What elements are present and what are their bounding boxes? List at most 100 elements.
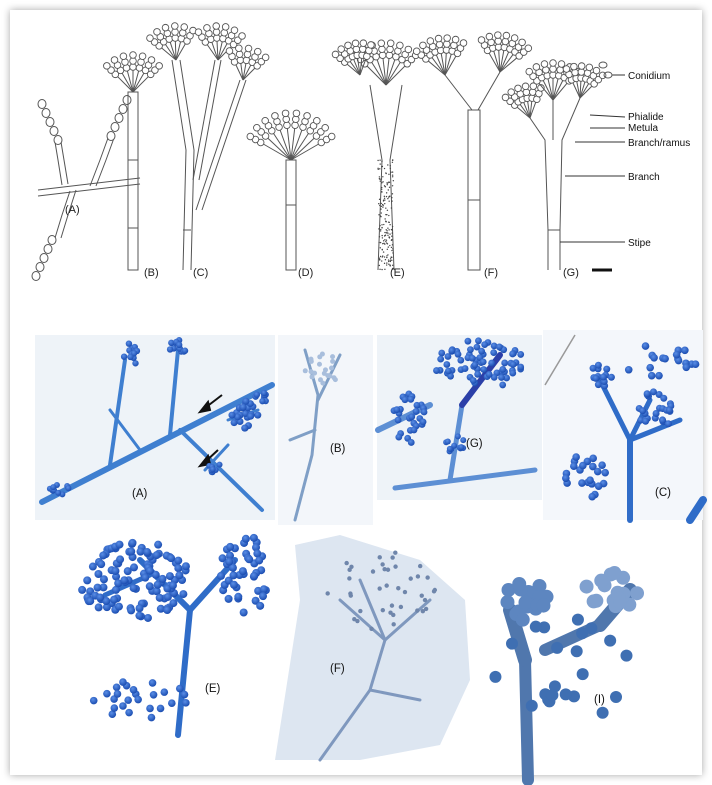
- conidium: [578, 479, 586, 487]
- conidium: [642, 342, 650, 350]
- conidium: [396, 586, 400, 590]
- drawing-label-d: (D): [298, 267, 313, 279]
- micrograph-label-a: (A): [132, 488, 148, 500]
- drawing-label-b: (B): [144, 267, 159, 279]
- conidium: [598, 461, 606, 469]
- conidium: [589, 455, 597, 463]
- conidium: [536, 599, 550, 613]
- conidium: [130, 686, 138, 694]
- conidium: [323, 367, 328, 372]
- micrograph-i: (I): [470, 566, 700, 780]
- conidium: [414, 402, 421, 409]
- conidium: [312, 371, 317, 376]
- micrograph-label-g: (G): [466, 438, 483, 450]
- annotation-metula: Metula: [628, 123, 658, 134]
- conidium: [228, 412, 235, 419]
- conidium: [665, 420, 672, 427]
- annotation-branch-ramus: Branch/ramus: [628, 138, 690, 149]
- conidium: [403, 590, 407, 594]
- conidium: [254, 412, 261, 419]
- conidium: [642, 418, 649, 425]
- conidium: [661, 355, 669, 363]
- conidium: [433, 367, 440, 374]
- drawing-conidium: [46, 118, 54, 127]
- drawing-conidium: [397, 42, 404, 49]
- conidium: [159, 575, 167, 583]
- conidium: [510, 361, 517, 368]
- drawing-conidium: [119, 105, 127, 114]
- conidium: [512, 577, 526, 591]
- drawing-conidium: [387, 40, 394, 47]
- conidium: [182, 699, 190, 707]
- conidium: [390, 603, 394, 607]
- conidium: [217, 572, 225, 580]
- conidium: [488, 360, 495, 367]
- drawing-label-g: (G): [563, 267, 579, 279]
- conidium: [644, 390, 651, 397]
- conidium: [475, 337, 482, 344]
- drawing-conidium: [558, 61, 565, 68]
- conidium: [113, 683, 121, 691]
- conidium: [303, 368, 308, 373]
- drawing-conidium: [378, 40, 385, 47]
- conidium: [83, 576, 91, 584]
- conidium: [395, 434, 402, 441]
- conidium: [110, 596, 118, 604]
- conidium: [256, 602, 264, 610]
- drawing-conidium: [181, 24, 188, 31]
- drawing-conidium: [478, 37, 485, 44]
- conidium: [517, 364, 524, 371]
- conidium: [242, 535, 250, 543]
- conidium: [530, 621, 542, 633]
- conidium: [95, 603, 103, 611]
- conidium: [242, 398, 249, 405]
- drawing-conidium: [204, 25, 211, 32]
- drawing-conidium: [40, 254, 48, 263]
- conidium: [478, 348, 485, 355]
- conidium: [457, 357, 464, 364]
- conidium: [416, 574, 420, 578]
- conidium: [420, 593, 424, 597]
- conidium: [241, 425, 248, 432]
- conidium: [413, 408, 420, 415]
- conidium: [176, 685, 184, 693]
- conidium: [659, 417, 666, 424]
- drawing-conidium: [156, 63, 163, 70]
- conidium: [78, 586, 86, 594]
- drawing-conidium: [107, 132, 115, 141]
- conidium: [455, 433, 461, 439]
- drawing-conidium: [586, 64, 593, 71]
- drawing-conidium: [550, 60, 557, 67]
- drawing-conidium: [460, 40, 467, 47]
- drawing-conidium: [44, 245, 52, 254]
- drawing-conidium: [533, 64, 540, 71]
- drawing-conidium: [360, 40, 367, 47]
- conidium: [489, 671, 501, 683]
- conidium: [443, 361, 450, 368]
- conidium: [210, 466, 216, 472]
- conidium: [391, 622, 395, 626]
- conidium: [132, 360, 138, 366]
- conidium: [240, 608, 248, 616]
- drawing-conidium: [147, 35, 154, 42]
- conidium: [516, 613, 530, 627]
- conidium: [99, 551, 107, 559]
- drawing-conidium: [427, 38, 434, 45]
- conidium: [409, 576, 413, 580]
- drawing-conidium: [368, 42, 375, 49]
- conidium: [136, 604, 144, 612]
- drawing-conidium: [236, 45, 243, 52]
- conidium: [546, 689, 558, 701]
- conidium: [126, 340, 132, 346]
- conidium: [682, 363, 690, 371]
- conidium: [474, 371, 481, 378]
- conidium: [97, 560, 105, 568]
- conidium: [639, 407, 646, 414]
- conidium: [127, 354, 133, 360]
- conidium: [486, 371, 493, 378]
- conidium: [225, 558, 233, 566]
- conidium: [437, 356, 444, 363]
- drawing-conidium: [413, 48, 420, 55]
- conidium: [182, 348, 188, 354]
- conidium: [247, 413, 254, 420]
